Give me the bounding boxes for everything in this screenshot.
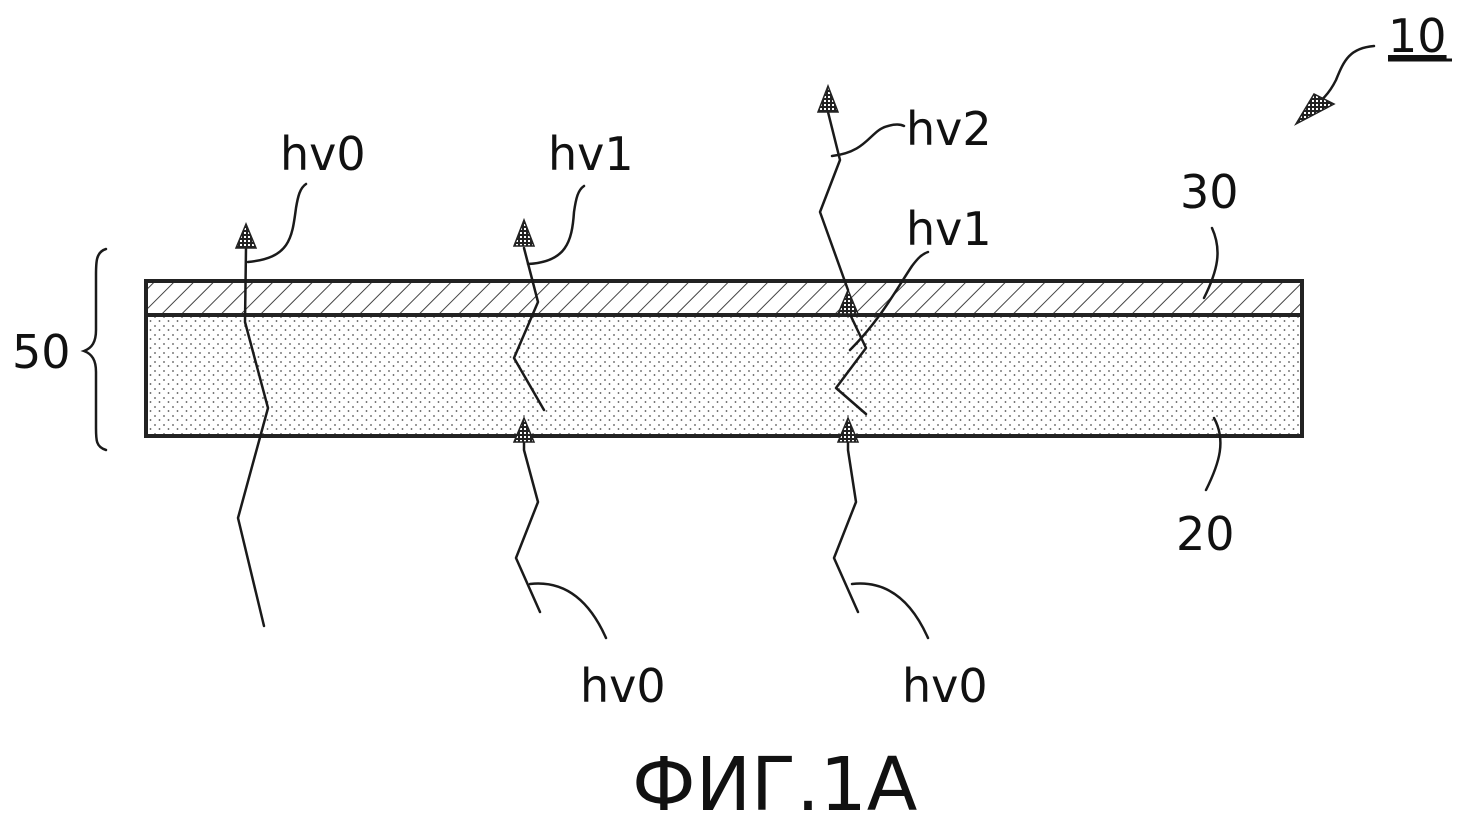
label-20: 20 <box>1176 507 1235 561</box>
arrowhead-middle-entry <box>512 416 536 443</box>
ray-left-through <box>236 246 270 628</box>
ray-right-incoming <box>832 434 860 614</box>
label-middle-hv0: hv0 <box>580 659 666 713</box>
label-right-hv0: hv0 <box>902 659 988 713</box>
label-10: 10 <box>1388 9 1447 63</box>
label-50: 50 <box>12 325 71 379</box>
arrowhead-10 <box>1293 93 1336 126</box>
arrowhead-left-exit <box>234 222 258 249</box>
top-layer-30 <box>144 279 1304 317</box>
arrowhead-right-converted <box>836 288 860 315</box>
leader-middle-hv0 <box>528 582 608 640</box>
figure-caption: ФИГ.1А <box>632 742 918 823</box>
bottom-layer-20 <box>144 313 1304 438</box>
leader-right-hv0 <box>850 582 930 640</box>
label-right-hv2: hv2 <box>906 102 992 156</box>
ray-middle-incoming <box>514 434 542 614</box>
label-30: 30 <box>1180 165 1239 219</box>
ray-right-outgoing <box>818 110 850 292</box>
stack-brace <box>80 247 108 452</box>
leader-right-hv1 <box>848 250 930 352</box>
arrowhead-right-exit <box>816 83 840 113</box>
leader-30 <box>1202 226 1219 300</box>
arrowhead-right-entry <box>836 416 860 443</box>
leader-20 <box>1204 416 1222 492</box>
ray-right-converted <box>834 308 868 416</box>
arrowhead-middle-exit <box>512 217 536 247</box>
ray-middle-converted <box>512 246 546 412</box>
label-left-hv0: hv0 <box>280 127 366 181</box>
label-right-hv1: hv1 <box>906 202 992 256</box>
leader-middle-hv1 <box>526 184 586 266</box>
leader-right-hv2 <box>830 123 906 158</box>
label-middle-hv1: hv1 <box>548 127 634 181</box>
leader-left-hv0 <box>246 182 308 264</box>
